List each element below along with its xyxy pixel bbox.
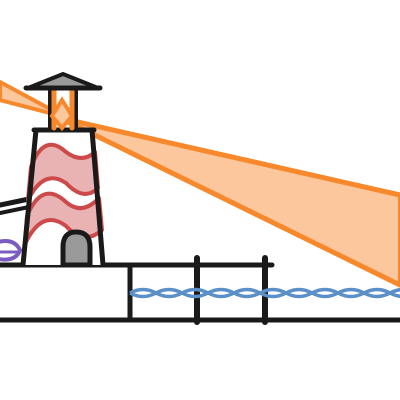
rock-icon [0,239,23,262]
beam-right-lower-edge [57,115,400,288]
tower-right-edge [89,127,106,268]
walkway [0,196,32,215]
beam-right-upper-edge [57,115,400,198]
walkway-lower [0,205,31,215]
water-wave-icon [129,287,400,299]
door-icon [60,229,93,268]
wave-a [129,287,400,299]
tower-left-edge [20,127,39,268]
walkway-upper [0,196,32,208]
lighthouse-icon [20,72,106,268]
wave-b [129,287,400,299]
lantern-light-icon [49,96,75,132]
rock-outline [0,239,23,262]
